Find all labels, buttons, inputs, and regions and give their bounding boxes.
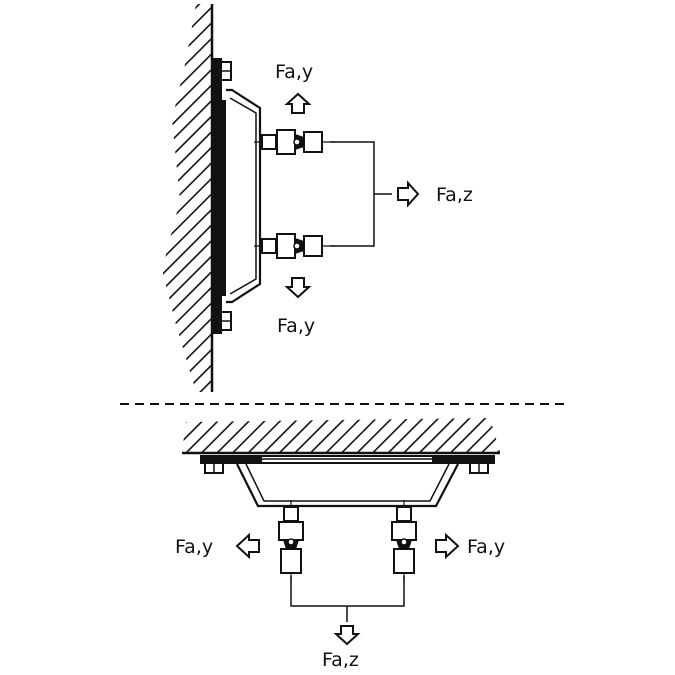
wall-hatching [162,4,212,392]
anchor-bolt-lower [220,311,232,331]
label-fay-top-upper: Fa,y [275,61,313,83]
anchor-bolt-left [204,462,224,474]
force-bracket-top [330,141,392,247]
force-bracket-bottom [290,576,405,622]
arrow-left-icon [235,532,260,560]
wall-mounted-view: Fa,y Fa,z Fa,y [162,4,473,392]
left-connector [278,500,304,582]
lower-connector [254,233,336,259]
label-fay-top-lower: Fa,y [277,315,315,337]
base-plate [213,58,222,334]
right-connector [391,500,417,582]
arrow-down-icon [333,625,361,646]
label-faz-top: Fa,z [436,184,473,206]
arrow-right-icon [397,180,420,208]
arrow-right-icon [435,532,460,560]
arrow-up-icon [284,92,312,114]
ceiling-bracket-body [236,463,459,508]
arrow-down-icon [284,277,312,299]
anchor-bolt-upper [220,61,232,81]
label-fay-bottom-right: Fa,y [467,536,505,558]
label-faz-bottom: Fa,z [322,649,359,671]
ceiling-hatching [182,418,500,452]
upper-connector [254,129,336,155]
anchor-bolt-right [469,462,489,474]
label-fay-bottom-left: Fa,y [175,536,213,558]
ceiling-mounted-view: Fa,y Fa,y Fa,z [175,418,505,671]
bracket-body [226,88,262,304]
